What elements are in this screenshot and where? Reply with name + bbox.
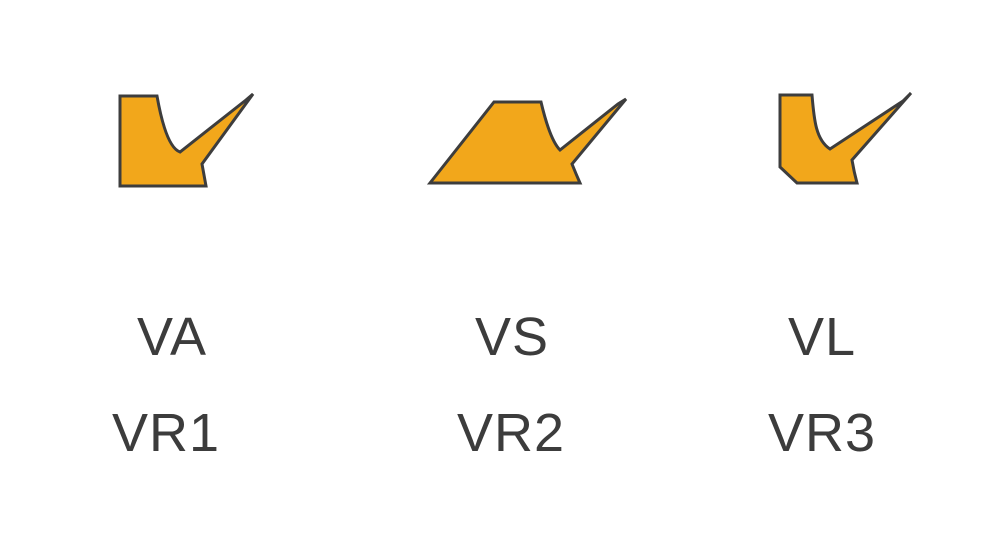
profile-code-vr2: VR2 (456, 403, 566, 463)
profile-code-vr1: VR1 (111, 403, 221, 463)
va-seal-profile-shape (118, 92, 255, 188)
profile-name-va: VA (136, 307, 208, 367)
profile-name-vs: VS (474, 307, 550, 367)
vs-seal-profile-shape (426, 97, 628, 185)
profile-code-vr3: VR3 (767, 403, 877, 463)
profile-name-vl: VL (787, 307, 857, 367)
vl-seal-profile-shape (778, 91, 913, 185)
